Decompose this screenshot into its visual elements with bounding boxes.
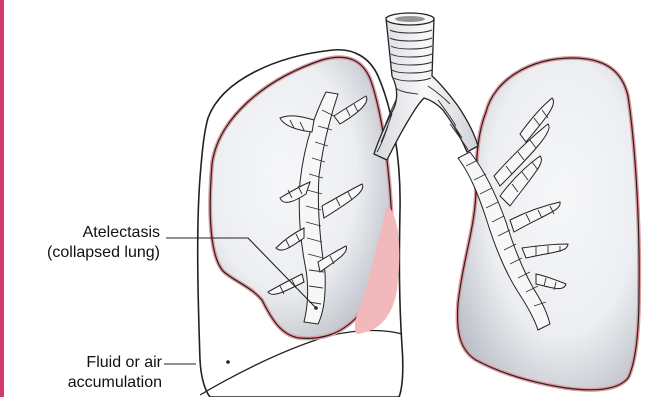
trachea-icon	[374, 14, 478, 161]
atelectasis-label-line-1: Atelectasis	[47, 223, 160, 243]
fluid-label-line-1: Fluid or air	[68, 353, 162, 373]
fluid-marker-dot	[226, 360, 230, 364]
atelectasis-pointer-dot	[314, 306, 318, 310]
fluid-label-line-2: accumulation	[68, 373, 162, 393]
atelectasis-label-line-2: (collapsed lung)	[47, 243, 160, 263]
fluid-label: Fluid or air accumulation	[68, 353, 162, 393]
atelectasis-label: Atelectasis (collapsed lung)	[47, 223, 160, 263]
